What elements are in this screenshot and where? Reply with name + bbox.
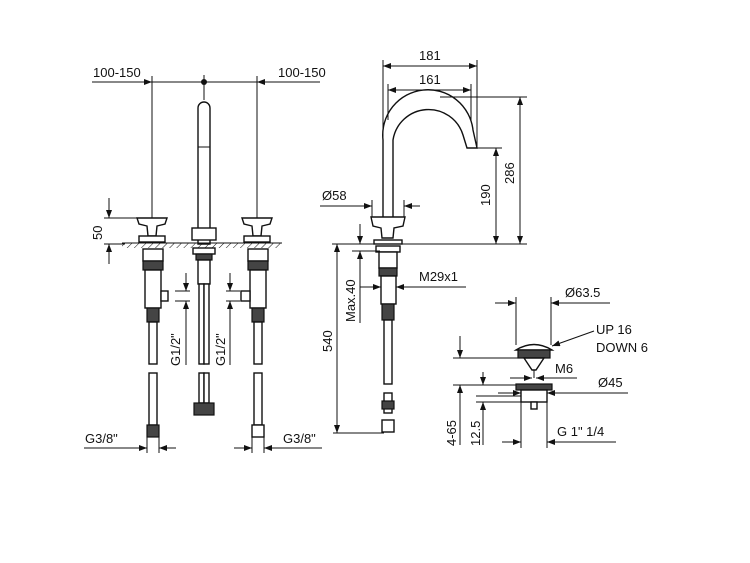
stroke-down-label: DOWN 6	[596, 340, 648, 355]
thread-dimension: M29x1	[360, 269, 466, 290]
side-view: 181 161 286 190 Ø58	[320, 48, 527, 434]
spacing-dimension: 100-150 100-150	[92, 65, 326, 222]
handle-height-label: 50	[90, 226, 105, 240]
deck-range-label: 4-65	[444, 420, 459, 446]
rod-thread-label: M6	[555, 361, 573, 376]
spacing-left-label: 100-150	[93, 65, 141, 80]
deck-thickness-label: Max.40	[343, 279, 358, 322]
spout-front	[197, 101, 211, 245]
inlet-dimension-center: G1/2"	[213, 273, 240, 366]
inlet-left-label: G1/2"	[168, 333, 183, 366]
cap-diameter-label: Ø63.5	[565, 285, 600, 300]
height-dimensions: 286 190	[440, 96, 527, 244]
overall-reach-label: 181	[419, 48, 441, 63]
inner-reach-label: 161	[419, 72, 441, 87]
waste-view: Ø63.5 UP 16 DOWN 6 M6 Ø45 4-65 12.5 G 1"…	[444, 285, 648, 448]
spout-shank	[192, 247, 216, 416]
valve-body-right	[240, 248, 269, 438]
body-thread-label: G 1" 1/4	[557, 424, 604, 439]
outlet-right-label: G3/8"	[283, 431, 316, 446]
base-diameter-label: Ø58	[322, 188, 347, 203]
hose-length-dimension: 540	[320, 244, 384, 434]
hose-length-label: 540	[320, 330, 335, 352]
deck-thickness-dimension: Max.40	[343, 224, 380, 323]
handle-right	[241, 217, 273, 243]
deck-hatch	[122, 243, 282, 248]
spout-side	[382, 89, 478, 217]
outlet-dimension-right: G3/8"	[234, 431, 322, 453]
outlet-left-label: G3/8"	[85, 431, 118, 446]
reach-dimensions: 181 161	[382, 48, 478, 148]
waste-cap	[513, 343, 555, 351]
outlet-dimension-left: G3/8"	[84, 431, 176, 453]
handle-left	[136, 217, 168, 243]
flange-height-label: 12.5	[468, 421, 483, 446]
valve-body-left	[142, 248, 169, 438]
spacing-right-label: 100-150	[278, 65, 326, 80]
flange-diameter-label: Ø45	[598, 375, 623, 390]
inlet-center-label: G1/2"	[213, 333, 228, 366]
overall-height-label: 286	[502, 162, 517, 184]
front-view: 100-150 100-150	[84, 65, 326, 453]
thread-label: M29x1	[419, 269, 458, 284]
stroke-up-label: UP 16	[596, 322, 632, 337]
spout-height-label: 190	[478, 184, 493, 206]
handle-height-dimension: 50	[90, 198, 138, 264]
base-diameter-dimension: Ø58	[320, 188, 420, 217]
inlet-dimension-left: G1/2"	[168, 273, 190, 366]
